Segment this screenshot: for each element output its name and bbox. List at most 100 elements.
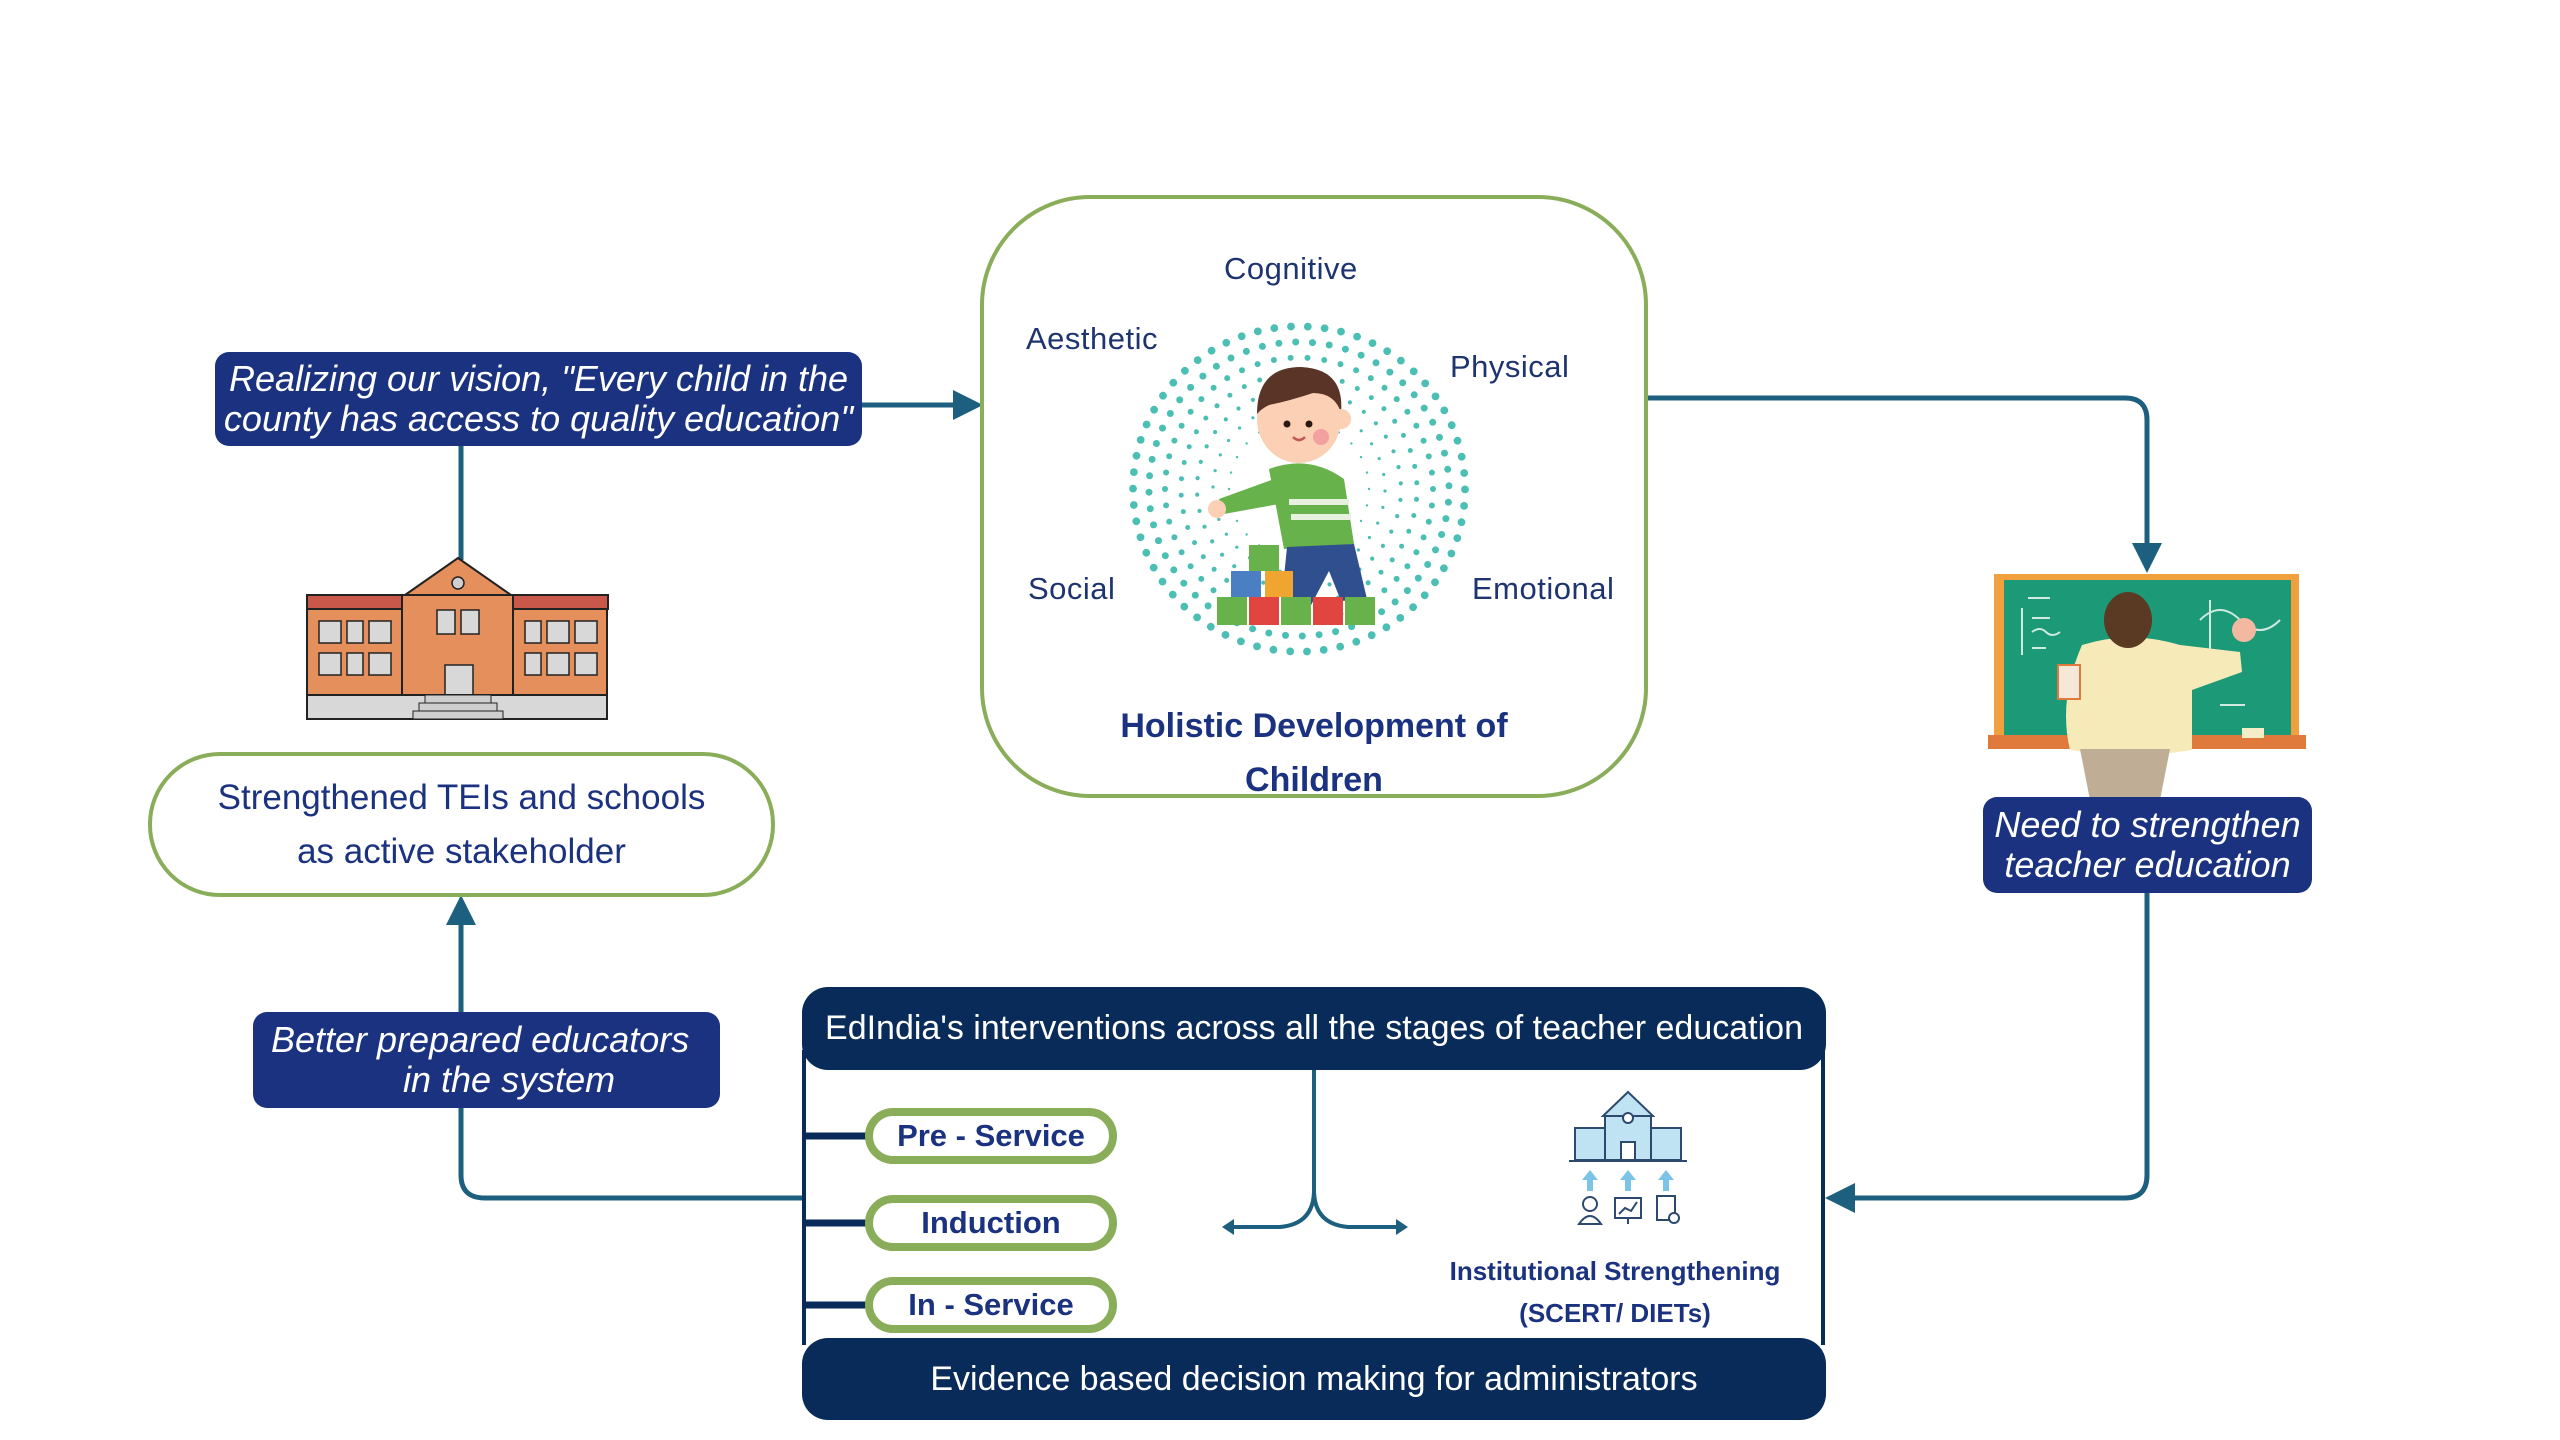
halo-dot [1359,429,1363,433]
halo-dot [1241,384,1247,390]
halo-dot [1195,492,1200,497]
halo-dot [1150,405,1158,414]
halo-dot [1129,484,1137,493]
halo-dot [1206,622,1215,631]
halo-dot [1170,566,1178,574]
halo-dot [1315,631,1323,639]
halo-dot [1453,436,1462,445]
halo-dot [1130,468,1138,476]
halo-dot [1245,533,1248,536]
halo-dot [1155,537,1162,545]
halo-dot [1414,496,1419,502]
interventions-header-bar: EdIndia's interventions across all the s… [802,987,1826,1070]
halo-dot [1132,451,1141,460]
halo-dot [1224,532,1228,536]
halo-dot [1191,591,1199,599]
halo-dot [1391,598,1399,606]
halo-dot [1198,396,1205,403]
halo-dot [1406,528,1412,534]
halo-dot [1325,341,1333,349]
halo-dot [1457,518,1466,527]
halo-dot [1287,354,1294,361]
evidence-footer-bar: Evidence based decision making for admin… [802,1338,1826,1420]
halo-dot [1352,637,1361,646]
institutional-strengthening-caption: Institutional Strengthening (SCERT/ DIET… [1440,1250,1790,1334]
halo-dot [1180,509,1186,515]
halo-dot [1142,420,1151,429]
halo-dot [1270,324,1279,332]
stage-pill-pre-service: Pre - Service [865,1108,1117,1164]
halo-dot [1176,396,1184,404]
halo-dot [1359,455,1363,459]
halo-dot [1193,613,1201,622]
halo-dot [1327,582,1332,587]
halo-dot [1361,409,1366,414]
school-building-illustration [306,556,609,720]
halo-dot [1161,552,1169,560]
halo-dot [1249,625,1257,633]
strengthened-line2: as active stakeholder [297,831,626,871]
halo-dot [1382,623,1391,632]
halo-dot [1365,471,1369,474]
halo-dot [1460,469,1469,477]
halo-dot [1460,502,1468,510]
halo-dot [1142,548,1151,557]
halo-dot [1222,338,1231,347]
arrow-up-icon [1582,1170,1674,1191]
halo-dot [1253,642,1261,651]
halo-dot [1336,642,1345,651]
halo-dot [1401,432,1406,438]
halo-dot [1354,386,1360,391]
halo-dot [1146,472,1154,480]
halo-dot [1237,332,1246,341]
halo-dot [1368,395,1374,401]
halo-dot [1203,415,1209,421]
halo-dot [1413,549,1420,556]
checked-document-icon [1656,1195,1680,1224]
halo-dot [1239,367,1245,374]
halo-dot [1211,485,1215,489]
halo-dot [1341,345,1349,353]
halo-dot [1269,645,1278,654]
halo-dot [1383,347,1392,356]
halo-dot [1211,566,1217,572]
halo-dot [1204,602,1212,610]
halo-dot [1129,501,1138,509]
halo-dot [1425,453,1432,460]
halo-dot [1321,357,1328,363]
halo-dot [1389,529,1394,534]
halo-dot [1386,368,1394,376]
splitter-arrow-right [1396,1219,1408,1235]
halo-dot [1187,383,1195,391]
halo-dot [1393,396,1400,403]
halo-dot [1367,631,1376,640]
halo-dot [1457,452,1466,461]
halo-dot [1257,377,1263,383]
halo-dot [1287,322,1295,331]
halo-dot [1227,487,1231,491]
halo-dot [1367,487,1371,491]
halo-dot [1391,449,1396,454]
halo-dot [1380,543,1385,548]
halo-dot [1445,482,1453,490]
halo-dot [1178,492,1184,498]
halo-dot [1150,521,1157,529]
halo-dot [1181,460,1187,465]
halo-dot [1185,525,1191,530]
halo-dot [1420,591,1429,600]
halo-dot [1210,587,1217,594]
halo-dot [1397,356,1405,365]
halo-dot [1199,372,1207,380]
halo-dot [1245,442,1248,445]
dotted-halo [1129,322,1469,656]
halo-dot [1372,359,1380,367]
halo-dot [1399,379,1407,387]
trainer-icon [1577,1196,1603,1225]
halo-dot [1378,608,1386,616]
educators-label-line2: in the system [403,1059,616,1100]
teacher-at-chalkboard-illustration [1988,574,2306,800]
halo-dot [1337,327,1345,336]
halo-dot [1210,539,1215,544]
halo-dot [1413,422,1420,429]
halo-dot [1254,361,1261,368]
